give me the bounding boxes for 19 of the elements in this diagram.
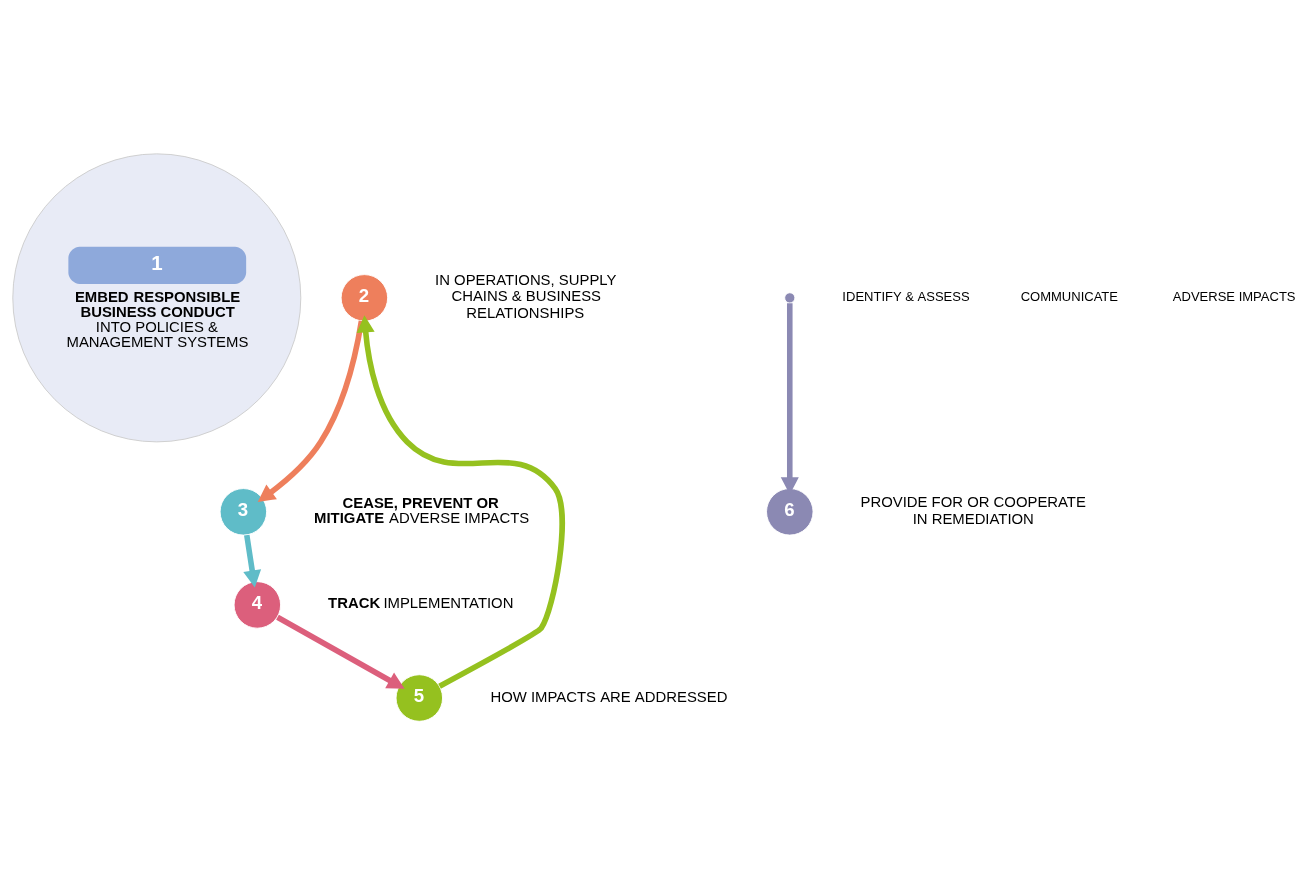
node-circle: 6: [766, 488, 814, 536]
node-label: PROVIDE FOR OR COOPERATE IN REMEDIATION: [860, 493, 1086, 527]
node-circle: 5: [395, 674, 444, 722]
arrow: [356, 315, 565, 689]
node-circle: [784, 292, 796, 304]
label: IDENTIFY & ASSESS: [842, 289, 970, 305]
arrow: [243, 534, 262, 588]
node-label: CEASE, PREVENT OR MITIGATE ADVERSE IMPACTS: [314, 494, 530, 526]
arrow: [257, 320, 365, 502]
node-circle: 2: [340, 274, 389, 322]
node-circle: 3: [219, 488, 268, 536]
node-circle: 1 EMBED RESPONSIBLE BUSINESS CONDUCT INTO POLICIES & MANAGEMENT SYSTEMS: [12, 153, 302, 443]
node-label: TRACK IMPLEMENTATION: [328, 594, 514, 611]
label: COMMUNICATE: [1020, 289, 1119, 305]
arrow: [276, 614, 405, 689]
node-label: HOW IMPACTS ARE ADDRESSED: [490, 688, 728, 705]
node-circle: 4: [233, 581, 282, 629]
label: ADVERSE IMPACTS: [1172, 289, 1296, 305]
node-label: IN OPERATIONS, SUPPLY CHAINS & BUSINESS RELATIONSHIPS: [435, 271, 617, 322]
